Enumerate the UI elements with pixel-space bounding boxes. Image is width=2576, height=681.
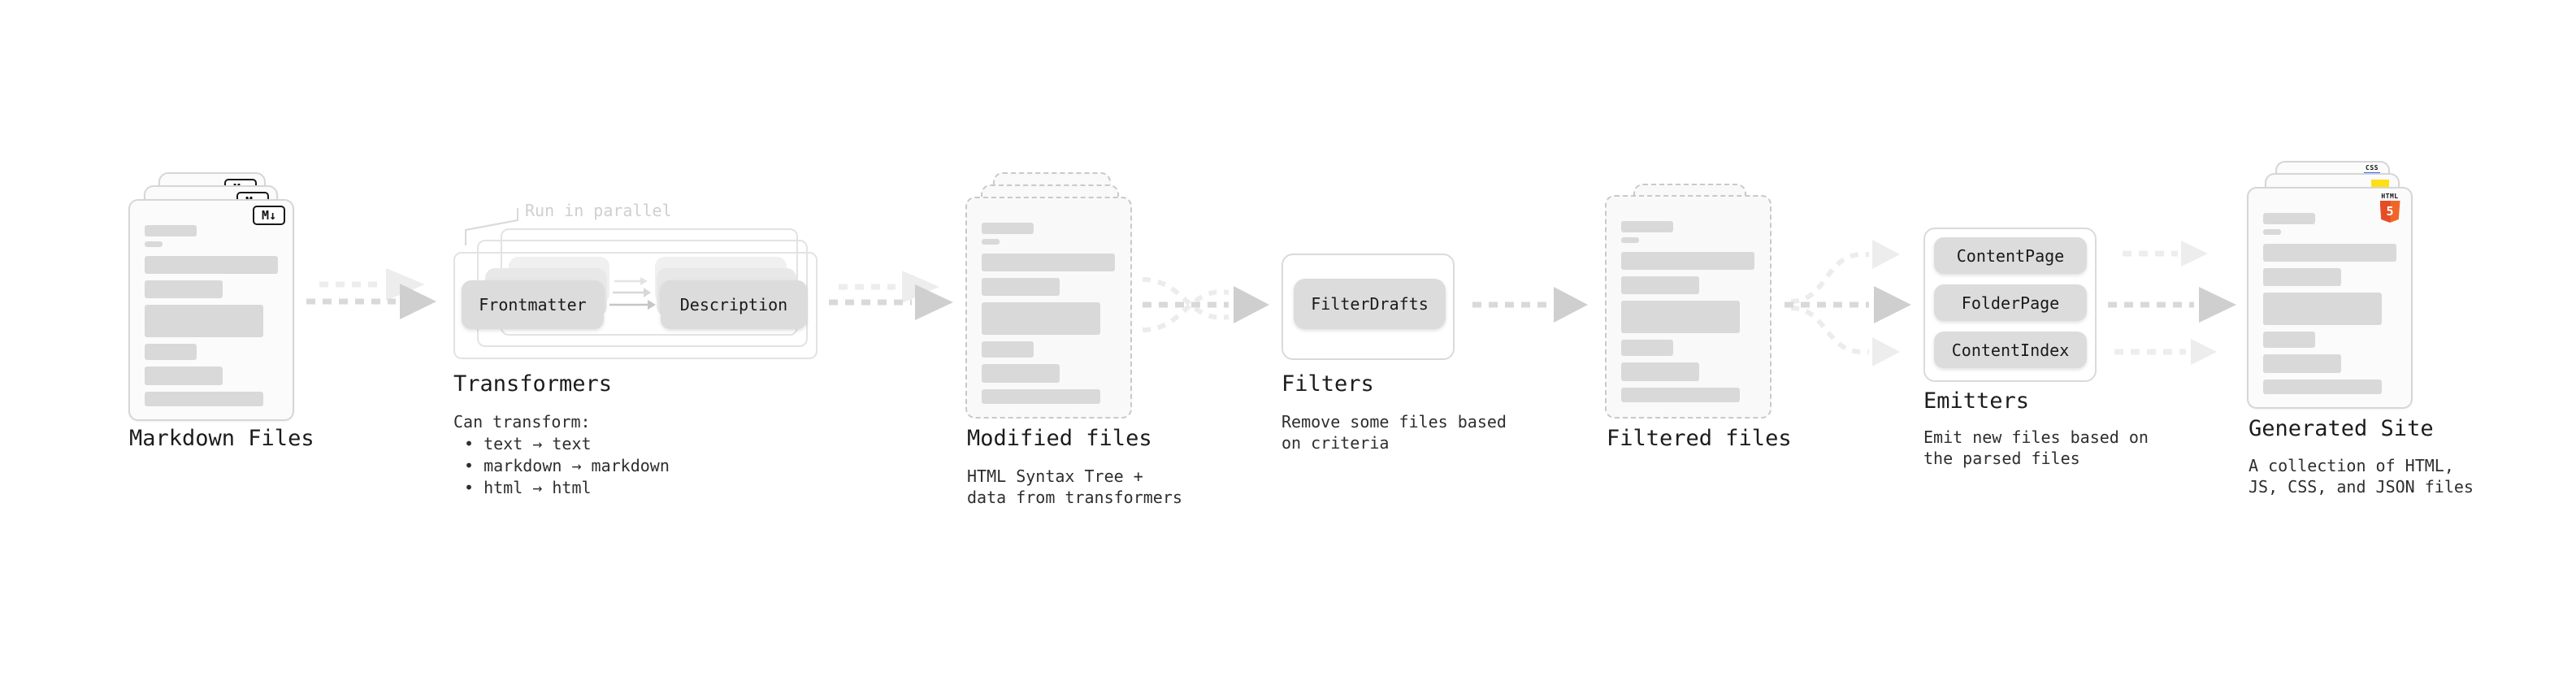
doc-text-line (982, 364, 1060, 383)
transformers-bullet: • html → html (464, 478, 592, 497)
generated-doc-front: HTML 5 (2247, 187, 2413, 409)
doc-text-line (982, 389, 1100, 404)
modified-doc-front (965, 197, 1132, 419)
arrow-markdown-to-transformers (306, 268, 436, 319)
doc-text-line (982, 223, 1034, 234)
markdown-files-station: M↓ M↓ M↓ (128, 172, 294, 449)
html5-icon-shield: 5 (2379, 201, 2400, 223)
filtered-files-label: Filtered files (1607, 426, 1792, 451)
doc-text-line (982, 239, 1000, 245)
doc-text-line (1621, 388, 1740, 402)
doc-text-line (2263, 293, 2382, 325)
doc-text-line (1621, 362, 1699, 381)
generated-desc-line: A collection of HTML, (2249, 456, 2454, 475)
arrow-transformers-to-modified (829, 271, 953, 320)
transformers-description: Can transform: • text → text • markdown … (453, 411, 670, 499)
filters-title: Filters (1281, 371, 1374, 397)
transformers-desc-heading: Can transform: (453, 412, 591, 432)
generated-desc-line: JS, CSS, and JSON files (2249, 477, 2474, 497)
filterdrafts-pill: FilterDrafts (1294, 279, 1446, 329)
contentpage-pill: ContentPage (1934, 237, 2087, 274)
doc-text-line (2263, 244, 2396, 262)
doc-text-line (982, 302, 1100, 335)
doc-text-line (1621, 252, 1754, 270)
arrow-filtered-to-emitters-fork (1785, 240, 1911, 367)
doc-text-line (1621, 221, 1673, 232)
generated-site-description: A collection of HTML, JS, CSS, and JSON … (2249, 455, 2474, 497)
doc-text-line (1621, 237, 1639, 243)
doc-text-line (1621, 301, 1740, 333)
filtered-files-station (1605, 184, 1772, 460)
doc-text-line (2263, 229, 2281, 235)
modified-files-station (965, 172, 1132, 449)
markdown-doc-front: M↓ (128, 199, 294, 421)
doc-text-line (145, 256, 278, 274)
markdown-files-label: Markdown Files (129, 426, 314, 451)
filters-description: Remove some files based on criteria (1281, 411, 1507, 453)
doc-text-line (1621, 340, 1673, 356)
doc-text-line (145, 225, 197, 236)
emitters-desc-line: Emit new files based on (1923, 427, 2149, 447)
doc-text-line (982, 341, 1034, 358)
doc-text-line (2263, 332, 2315, 348)
transformers-bullet: • text → text (464, 434, 592, 453)
arrow-emitters-to-generated (2108, 241, 2236, 365)
modified-desc-line: data from transformers (967, 488, 1182, 507)
modified-files-label: Modified files (967, 426, 1152, 451)
doc-text-line (1621, 276, 1699, 294)
arrow-modified-to-filters-merge (1142, 277, 1269, 332)
doc-text-line (2263, 354, 2341, 373)
emitters-description: Emit new files based on the parsed files (1923, 427, 2149, 469)
transformer-pill-arrows (609, 277, 656, 310)
folderpage-pill: FolderPage (1934, 284, 2087, 321)
contentindex-pill: ContentIndex (1934, 332, 2087, 368)
html5-icon-word: HTML (2381, 193, 2399, 200)
doc-text-line (982, 278, 1060, 296)
run-in-parallel-leader-line (465, 208, 518, 245)
filters-desc-line: Remove some files based (1281, 412, 1507, 432)
doc-text-line (145, 280, 223, 298)
doc-text-line (2263, 268, 2341, 286)
css-icon-label: CSS (2366, 164, 2379, 171)
doc-text-line (145, 392, 263, 406)
transformers-title: Transformers (453, 371, 613, 397)
generated-site-station: CSS HTML 5 (2247, 161, 2413, 437)
doc-text-line (2263, 213, 2315, 224)
doc-text-line (145, 305, 263, 337)
markdown-icon: M↓ (253, 206, 285, 225)
filters-desc-line: on criteria (1281, 433, 1390, 453)
doc-text-line (145, 241, 163, 247)
run-in-parallel-annotation: Run in parallel (525, 201, 672, 220)
transformers-bullet: • markdown → markdown (464, 456, 670, 475)
doc-text-line (982, 254, 1115, 271)
filtered-doc-front (1605, 195, 1772, 419)
frontmatter-pill: Frontmatter (462, 280, 604, 329)
generated-site-label: Generated Site (2249, 416, 2434, 441)
doc-text-line (145, 367, 223, 385)
transformer-card-front (453, 252, 817, 359)
modified-files-description: HTML Syntax Tree + data from transformer… (967, 466, 1182, 508)
doc-text-line (2263, 380, 2382, 394)
modified-desc-line: HTML Syntax Tree + (967, 466, 1143, 486)
emitters-desc-line: the parsed files (1923, 449, 2080, 468)
description-pill: Description (661, 280, 807, 329)
doc-text-line (145, 344, 197, 360)
arrow-filters-to-filtered (1472, 287, 1588, 323)
emitters-title: Emitters (1923, 388, 2030, 414)
html5-icon: HTML 5 (2378, 193, 2402, 223)
